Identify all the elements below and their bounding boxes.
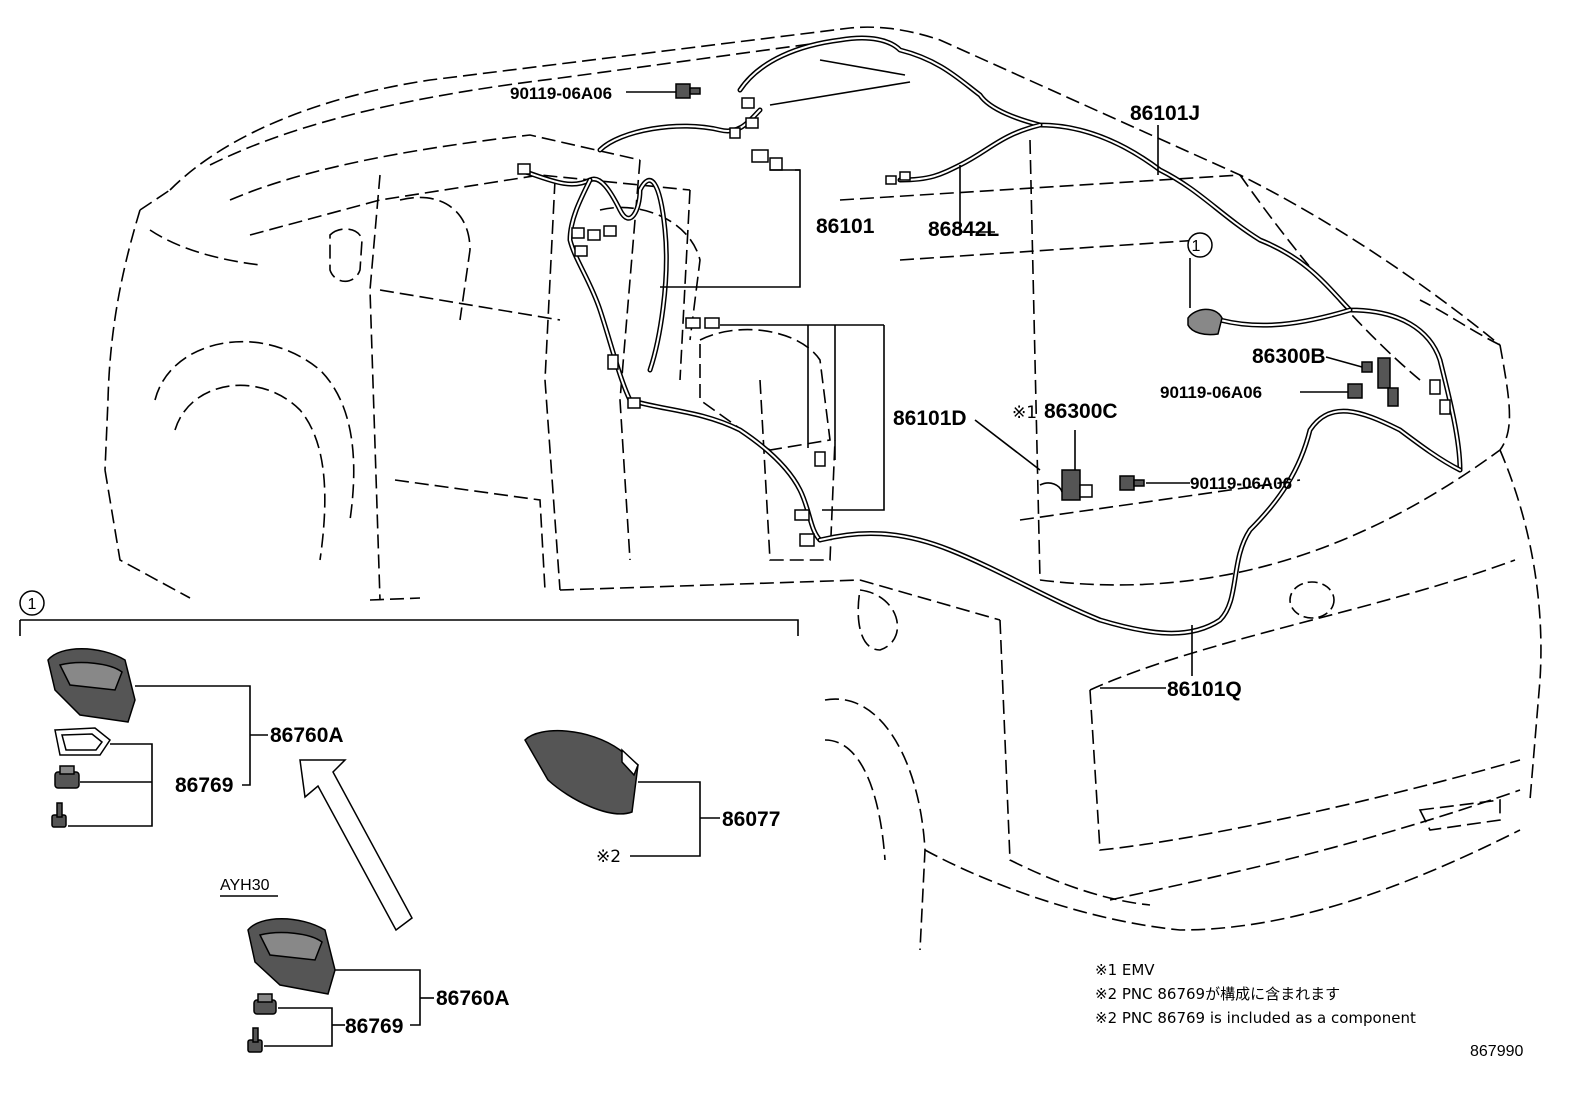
- nut-icon: [54, 765, 80, 789]
- label-86300b: 86300B: [1252, 345, 1326, 368]
- label-bolt-rear-lower: 90119-06A06: [1190, 474, 1292, 493]
- emv-mark: ※1: [1012, 403, 1037, 423]
- label-bolt-rear-upper: 90119-06A06: [1160, 383, 1262, 402]
- label-86101d: 86101D: [893, 407, 967, 430]
- amplifier-86300b: [1361, 357, 1399, 407]
- antenna-base-ayh30-icon: [247, 918, 336, 995]
- leader-lines: [626, 59, 1363, 689]
- label-86101j: 86101J: [1130, 102, 1200, 125]
- footnotes: ※1 EMV ※2 PNC 86769が構成に含まれます ※2 PNC 8676…: [1095, 961, 1523, 1060]
- label-86101q: 86101Q: [1167, 678, 1242, 701]
- wire-harness-86101: [517, 107, 763, 403]
- wire-harness-86101d: [627, 397, 823, 543]
- bolt-icon: [675, 83, 701, 99]
- label-86077: 86077: [722, 808, 780, 831]
- note-emv: ※1 EMV: [1095, 961, 1155, 979]
- part-number-labels: 90119-06A06 86101J 86101 86842L 86101D 8…: [510, 84, 1326, 701]
- label-86300c: 86300C: [1044, 400, 1118, 423]
- label-86760a-ayh30: 86760A: [436, 987, 510, 1010]
- note-pnc-ja: ※2 PNC 86769が構成に含まれます: [1095, 985, 1340, 1003]
- ref-circle-main: [1187, 232, 1213, 258]
- wire-harness-86101q: [817, 408, 1463, 636]
- label-86769: 86769: [175, 774, 233, 797]
- inset-detail: 1 ① 86760A 86769: [19, 590, 799, 1053]
- harness-connectors: [517, 97, 1451, 547]
- label-86842l: 86842L: [928, 218, 999, 241]
- label-bolt-front: 90119-06A06: [510, 84, 612, 103]
- roof-antenna-on-vehicle: [1187, 308, 1223, 336]
- amplifier-86300c: [1039, 469, 1093, 501]
- antenna-base-icon: [47, 648, 136, 723]
- svg-text:1: 1: [28, 596, 37, 613]
- illustration-code: 867990: [1470, 1043, 1523, 1060]
- shark-fin-antenna-icon: [524, 730, 639, 815]
- label-86760a: 86760A: [270, 724, 344, 747]
- wire-harness-86101j: [737, 35, 1463, 473]
- svg-text:1: 1: [1192, 238, 1201, 255]
- variant-label: AYH30: [220, 877, 270, 894]
- note-pnc-en: ※2 PNC 86769 is included as a component: [1095, 1009, 1416, 1027]
- bolt-icon: [1347, 383, 1363, 399]
- screw-icon: [247, 1027, 263, 1053]
- note2-mark: ※2: [596, 847, 621, 867]
- label-86101: 86101: [816, 215, 875, 238]
- screw-icon: [51, 802, 67, 828]
- nut-icon: [253, 993, 277, 1015]
- vehicle-body-outline: [104, 26, 1542, 951]
- gasket-icon: [54, 727, 112, 756]
- up-left-arrow-icon: [299, 759, 413, 932]
- label-86769-ayh30: 86769: [345, 1015, 403, 1038]
- bolt-icon: [1119, 475, 1145, 491]
